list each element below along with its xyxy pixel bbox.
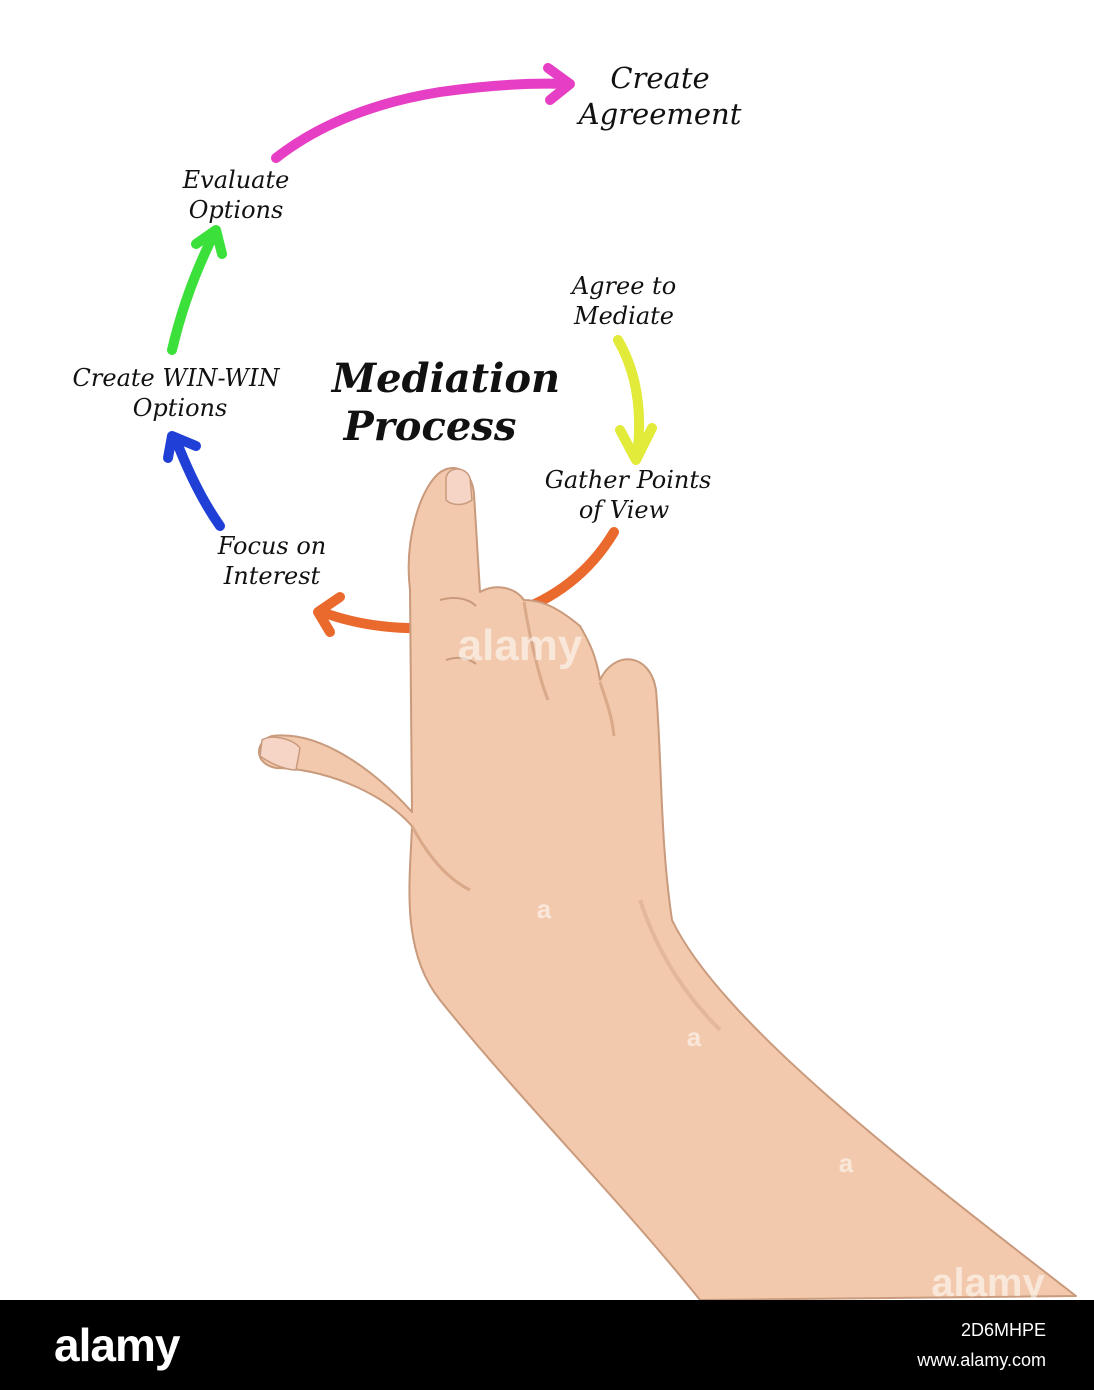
- step-evaluate-line1: Evaluate: [182, 166, 290, 194]
- watermark-small-mark-1: a: [537, 894, 552, 924]
- step-winwin-line2: Options: [133, 394, 228, 422]
- step-focus-line2: Interest: [223, 562, 321, 590]
- mediation-process-diagram: Mediation Process Agree to Mediate Gathe…: [73, 61, 1077, 1300]
- step-gather-line1: Gather Points: [545, 466, 712, 494]
- site-url-link[interactable]: www.alamy.com: [917, 1350, 1046, 1370]
- watermark-small-mark-3: a: [839, 1148, 854, 1178]
- image-id-text: 2D6MHPE: [960, 1320, 1046, 1340]
- watermark-small-mark-2: a: [687, 1022, 702, 1052]
- step-agreement-line2: Agreement: [576, 97, 742, 131]
- step-agreement-line1: Create: [610, 61, 709, 95]
- step-winwin-line1: Create WIN-WIN: [73, 364, 281, 392]
- watermark-center: alamy: [458, 621, 583, 670]
- pointing-hand-illustration: [258, 467, 1077, 1300]
- step-gather-line2: of View: [579, 496, 670, 524]
- diagram-title-line2: Process: [343, 403, 517, 450]
- step-evaluate-line2: Options: [189, 196, 284, 224]
- alamy-logo: alamy: [54, 1319, 180, 1371]
- arrow-evaluate-to-agreement: [271, 63, 575, 163]
- arrow-agree-to-gather: [613, 335, 657, 465]
- arrow-focus-to-winwin: [163, 431, 225, 531]
- step-agree-line1: Agree to: [570, 272, 676, 300]
- arrow-winwin-to-evaluate: [167, 225, 227, 355]
- diagram-title-line1: Mediation: [330, 355, 560, 402]
- footer-bar: alamy 2D6MHPE www.alamy.com: [0, 1300, 1094, 1390]
- step-focus-line1: Focus on: [217, 532, 327, 560]
- step-agree-line2: Mediate: [573, 302, 674, 330]
- watermark-bottom-right: alamy: [931, 1261, 1045, 1300]
